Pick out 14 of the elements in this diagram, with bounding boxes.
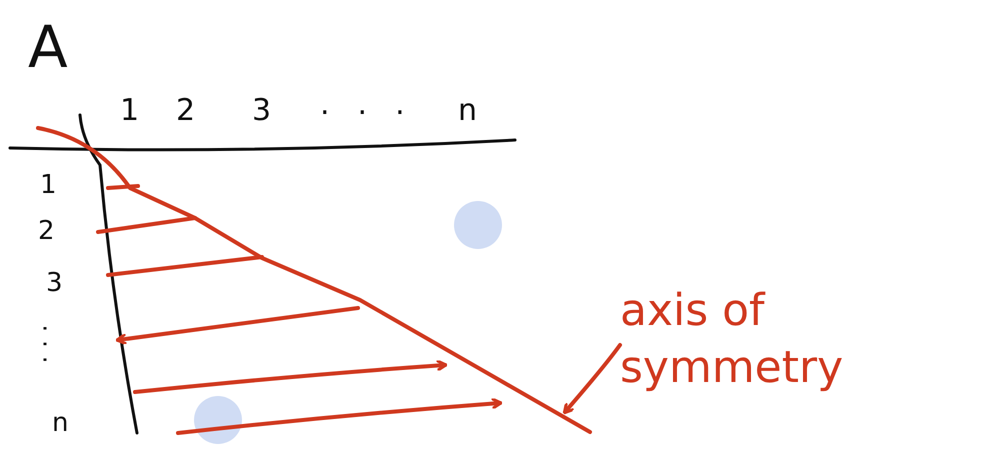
row-index: 1 — [40, 172, 57, 198]
leader-arrow — [562, 343, 622, 414]
annotation-text: axis of symmetry — [620, 282, 965, 396]
column-index: 3 — [252, 96, 272, 126]
column-index: 1 — [120, 96, 140, 126]
column-index: ... — [320, 90, 433, 120]
row-index: 2 — [38, 218, 55, 244]
column-index: 2 — [176, 96, 196, 126]
symmetry-axis-line — [36, 124, 594, 436]
matrix-name: A — [28, 18, 68, 76]
row-index: ... — [39, 324, 64, 372]
row-index: 3 — [46, 270, 63, 296]
row-index: n — [52, 410, 68, 436]
column-index: n — [458, 96, 478, 126]
